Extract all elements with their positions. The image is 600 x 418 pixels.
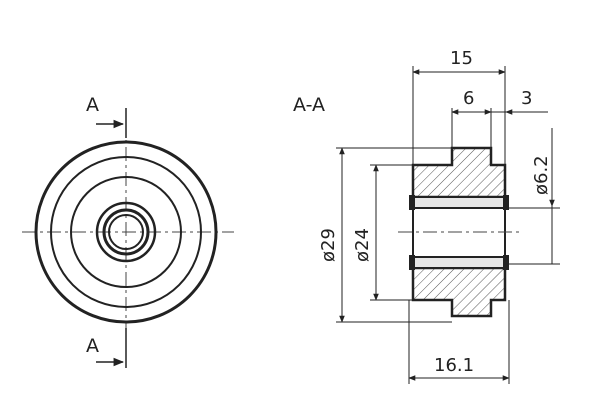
dim-overall-length-label: 16.1 <box>434 355 474 376</box>
rim-inner-circle <box>50 156 202 308</box>
dim-outer-diameter-label: ø29 <box>318 228 339 262</box>
hub-outer-circle <box>95 201 157 263</box>
outer-rim-circle <box>34 140 218 324</box>
dim-hub-diameter-label: ø24 <box>352 228 373 262</box>
dim-groove-width-label: 6 <box>463 88 474 109</box>
dim-offset-label: 3 <box>521 88 532 109</box>
upper-section-body <box>411 146 507 199</box>
hub-ring-circle <box>102 208 150 256</box>
front-view: A A <box>22 94 234 368</box>
bushing-flange-bottom-left <box>409 255 415 270</box>
section-view: A-A 15 6 3 <box>293 48 560 384</box>
cut-marker-top-label: A <box>86 94 99 116</box>
dim-bore-diameter-label: ø6.2 <box>531 155 552 195</box>
lower-bushing <box>412 256 506 269</box>
web-circle <box>70 176 182 288</box>
upper-bushing <box>412 196 506 209</box>
bore-circle <box>108 214 144 250</box>
lower-section-body <box>411 266 507 318</box>
bushing-flange-top-right <box>503 195 509 210</box>
bushing-flange-bottom-right <box>503 255 509 270</box>
cut-marker-bottom-label: A <box>86 335 99 357</box>
bushing-flange-top-left <box>409 195 415 210</box>
section-title: A-A <box>293 94 325 116</box>
dim-overall-width-label: 15 <box>450 48 473 69</box>
